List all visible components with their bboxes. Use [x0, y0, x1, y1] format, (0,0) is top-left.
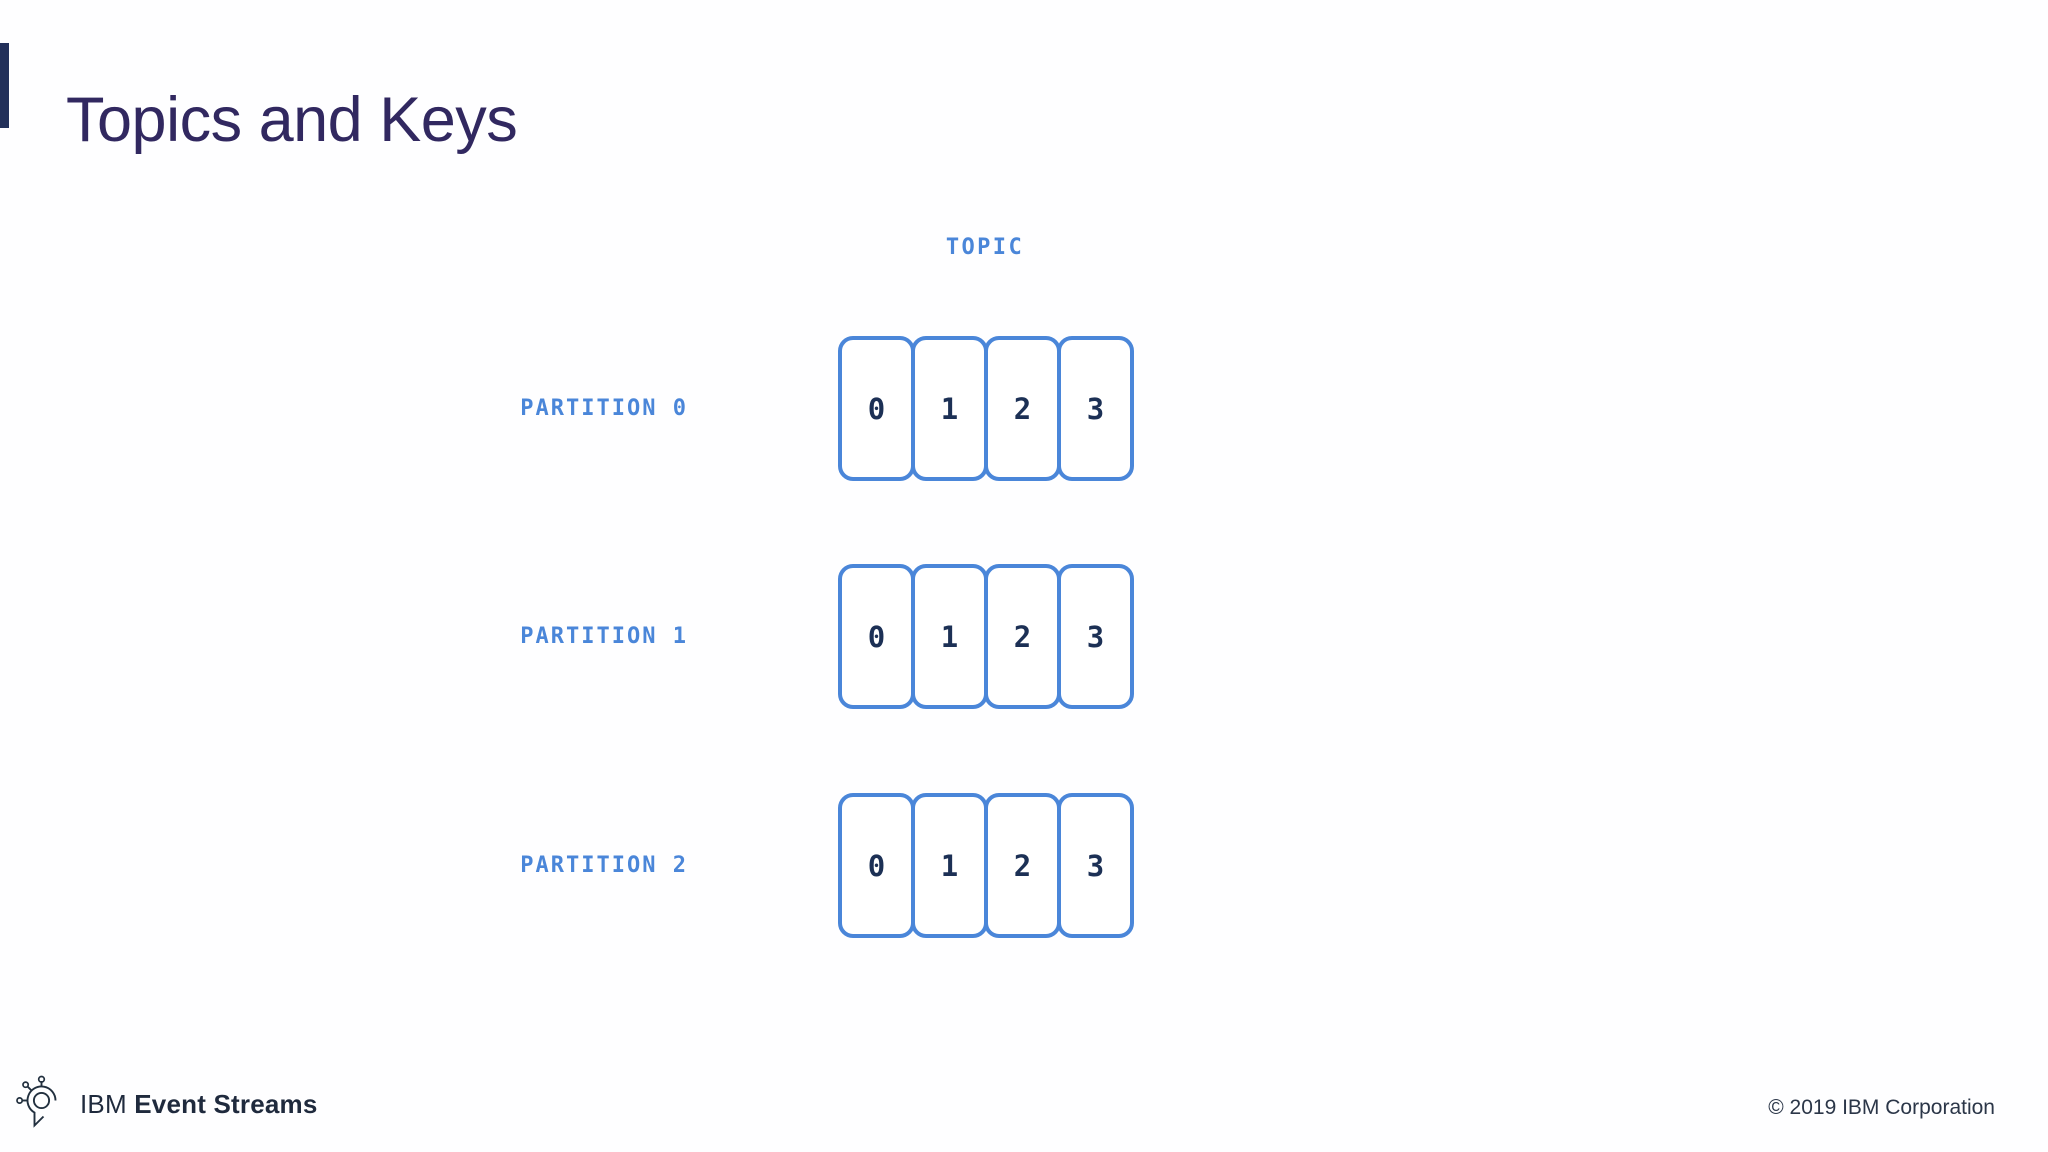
- copyright-notice: © 2019 IBM Corporation: [1768, 1096, 1995, 1119]
- partition-cells-1: 0 1 2 3: [838, 564, 1134, 709]
- topic-label: TOPIC: [945, 235, 1025, 260]
- offset-cell: 2: [984, 793, 1061, 938]
- partition-label-0: PARTITION 0: [520, 396, 688, 421]
- offset-cell: 0: [838, 564, 915, 709]
- offset-cell: 1: [911, 336, 988, 481]
- partition-cells-2: 0 1 2 3: [838, 793, 1134, 938]
- partition-label-1: PARTITION 1: [520, 624, 688, 649]
- offset-cell: 3: [1057, 564, 1134, 709]
- footer-brand: IBM Event Streams: [14, 1074, 318, 1134]
- partition-cells-0: 0 1 2 3: [838, 336, 1134, 481]
- offset-cell: 1: [911, 793, 988, 938]
- offset-cell: 2: [984, 336, 1061, 481]
- offset-cell: 1: [911, 564, 988, 709]
- offset-cell: 0: [838, 336, 915, 481]
- title-accent-bar: [0, 43, 9, 128]
- offset-cell: 0: [838, 793, 915, 938]
- partition-label-2: PARTITION 2: [520, 853, 688, 878]
- offset-cell: 3: [1057, 336, 1134, 481]
- offset-cell: 3: [1057, 793, 1134, 938]
- brand-ibm: IBM: [80, 1088, 127, 1119]
- brand-product: Event Streams: [134, 1088, 318, 1119]
- page-title: Topics and Keys: [66, 85, 518, 156]
- offset-cell: 2: [984, 564, 1061, 709]
- event-streams-logo-icon: [14, 1075, 72, 1133]
- brand-text: IBM Event Streams: [80, 1089, 318, 1120]
